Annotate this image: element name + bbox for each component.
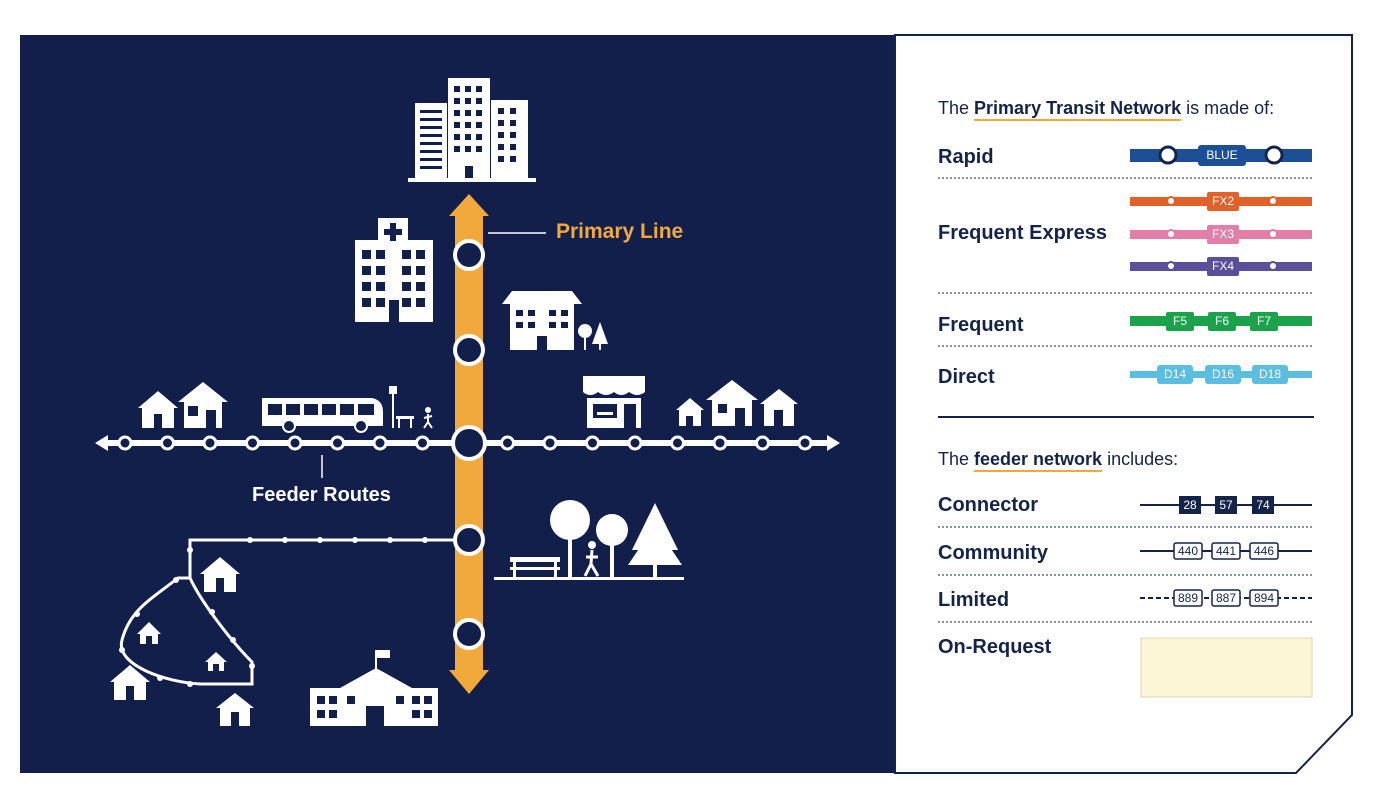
loop-houses-icon: [110, 557, 254, 726]
legend-panel: [894, 34, 1353, 774]
route-tag-f7: F7: [1256, 314, 1271, 328]
route-tag-fx3: FX3: [1211, 227, 1234, 241]
route-tag-28: 28: [1183, 498, 1197, 512]
primary-line-stations: [451, 239, 487, 650]
horizontal-route-stops: [117, 435, 813, 451]
rapid-line-symbol: [1130, 145, 1312, 166]
route-stop: [670, 435, 685, 451]
frequent-line-symbol: [1130, 312, 1312, 331]
houses-left-icon: [138, 382, 228, 428]
direct-label: Direct: [938, 366, 995, 388]
route-tag-d14: D14: [1163, 367, 1186, 381]
route-tag-57: 57: [1219, 498, 1233, 512]
route-stop: [542, 435, 558, 451]
frequent-label: Frequent: [938, 314, 1024, 336]
route-tag-446: 446: [1253, 544, 1275, 558]
route-stop: [415, 435, 430, 451]
primary-line-label: Primary Line: [556, 220, 684, 243]
route-tag-441: 441: [1215, 544, 1237, 558]
loop-route-stops: [119, 537, 428, 687]
on-request-area-symbol: [1140, 637, 1313, 698]
route-tag-d18: D18: [1258, 367, 1281, 381]
route-stop: [372, 435, 388, 451]
feeder-routes-label: Feeder Routes: [252, 484, 391, 506]
route-tag-d16: D16: [1211, 367, 1234, 381]
community-line-symbol: [1140, 542, 1312, 560]
limited-line-symbol: [1140, 589, 1312, 607]
school-icon: [310, 650, 438, 726]
route-tag-440: 440: [1177, 544, 1199, 558]
route-stop: [797, 435, 813, 451]
primary-network-heading: The Primary Transit Network is made of:: [938, 98, 1274, 121]
route-tag-blue: BLUE: [1206, 148, 1238, 162]
rapid-label: Rapid: [938, 146, 994, 168]
route-stop: [160, 435, 175, 451]
hospital-icon: [355, 218, 433, 322]
bus-stop-icon: [389, 386, 433, 429]
bus-icon: [262, 398, 383, 433]
store-icon: [583, 376, 645, 428]
loop-feeder-route: [119, 538, 455, 686]
houses-right-icon: [676, 380, 798, 426]
community-label: Community: [938, 542, 1048, 564]
route-tag-889: 889: [1177, 591, 1199, 605]
route-stop: [330, 435, 345, 451]
route-tag-fx2: FX2: [1211, 194, 1234, 208]
route-stop: [755, 435, 770, 451]
route-tag-887: 887: [1215, 591, 1237, 605]
office-towers-icon: [408, 78, 536, 182]
route-stop: [245, 435, 260, 451]
on-request-label: On-Request: [938, 636, 1052, 658]
frequent-express-label: Frequent Express: [938, 222, 1107, 244]
connector-label: Connector: [938, 494, 1038, 516]
route-tag-74: 74: [1256, 498, 1270, 512]
route-stop: [585, 435, 600, 451]
direct-line-symbol: [1130, 365, 1312, 384]
route-stop: [202, 435, 218, 451]
connector-line-symbol: [1140, 496, 1312, 514]
route-stop: [287, 435, 303, 451]
route-stop: [117, 435, 133, 451]
route-tag-f6: F6: [1214, 314, 1229, 328]
limited-label: Limited: [938, 589, 1010, 611]
feeder-network-heading: The feeder network includes:: [938, 449, 1178, 472]
legend-dividers: [938, 177, 1314, 623]
route-stop: [627, 435, 643, 451]
apartment-building-icon: [502, 291, 608, 350]
route-tag-fx4: FX4: [1211, 259, 1234, 273]
route-tag-f5: F5: [1172, 314, 1187, 328]
route-stop: [712, 435, 728, 451]
route-tag-894: 894: [1253, 591, 1275, 605]
route-stop: [500, 435, 515, 451]
park-icon: [494, 500, 684, 580]
frequent-express-line-symbols: [1130, 192, 1312, 276]
